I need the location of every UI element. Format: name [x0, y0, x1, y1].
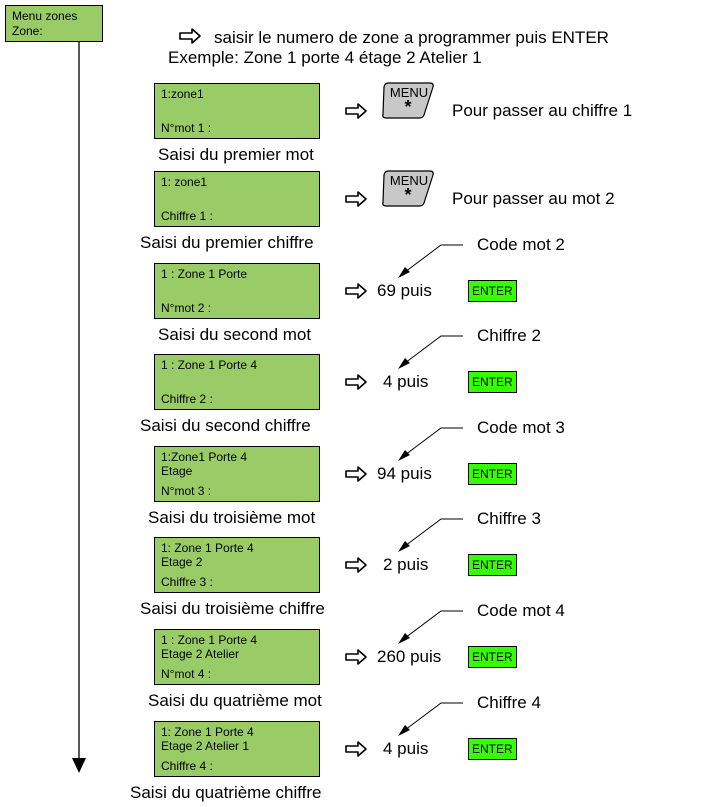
enter-key: ENTER	[468, 371, 517, 393]
menu-key-label: MENU	[390, 85, 428, 100]
zone-field-label: Zone:	[12, 24, 43, 38]
lcd-line: N°mot 1 :	[161, 121, 212, 135]
lcd-line: 1: Zone 1 Porte 4	[161, 541, 254, 555]
lcd-line: 1: Zone 1 Porte 4	[161, 725, 254, 739]
lcd-line: Chiffre 3 :	[161, 575, 213, 589]
menu-title: Menu zones	[12, 9, 78, 23]
step-caption: Saisi du troisième mot	[148, 508, 316, 527]
lcd-line: N°mot 4 :	[161, 667, 212, 681]
right-arrow-icon	[345, 374, 367, 390]
step-caption: Saisi du second mot	[158, 325, 312, 344]
right-arrow-icon	[179, 28, 201, 44]
lcd-line: 1:zone1	[161, 87, 204, 101]
callout-label: Chiffre 2	[477, 326, 541, 345]
code-entry: 94 puis	[377, 464, 432, 483]
lcd-line: Chiffre 2 :	[161, 392, 213, 406]
callout-label: Code mot 3	[477, 418, 565, 437]
right-arrow-icon	[345, 741, 367, 757]
callout-label: Code mot 2	[477, 235, 565, 254]
lcd-line: 1 : Zone 1 Porte	[161, 267, 248, 281]
right-arrow-icon	[345, 103, 367, 119]
code-entry: 4 puis	[383, 372, 429, 391]
right-arrow-icon	[345, 557, 367, 573]
lcd-line: Chiffre 4 :	[161, 759, 213, 773]
right-arrow-icon	[345, 191, 367, 207]
code-entry: 260 puis	[377, 647, 442, 666]
callout-label: Chiffre 4	[477, 693, 541, 712]
menu-key-label: MENU	[390, 173, 428, 188]
menu-star-key-icon: MENU*	[382, 170, 434, 207]
lcd-line: N°mot 3 :	[161, 484, 212, 498]
star-key-label: *	[404, 97, 411, 117]
enter-key: ENTER	[468, 646, 517, 668]
enter-key: ENTER	[468, 554, 517, 576]
lcd-line: 1 : Zone 1 Porte 4	[161, 358, 258, 372]
action-text: Pour passer au mot 2	[452, 189, 615, 208]
menu-zones-lcd: Menu zones Zone:	[5, 5, 103, 42]
step-caption: Saisi du premier chiffre	[140, 233, 314, 252]
example-text: Exemple: Zone 1 porte 4 étage 2 Atelier …	[168, 48, 482, 67]
code-entry: 2 puis	[383, 555, 429, 574]
lcd-line: Chiffre 1 :	[161, 209, 213, 223]
step-caption: Saisi du second chiffre	[140, 416, 311, 435]
step-caption: Saisi du quatrième chiffre	[130, 783, 322, 802]
lcd-line: Etage	[161, 464, 193, 478]
action-text: Pour passer au chiffre 1	[452, 101, 633, 120]
lcd-line: 1:Zone1 Porte 4	[161, 450, 248, 464]
right-arrow-icon	[345, 649, 367, 665]
right-arrow-icon	[345, 466, 367, 482]
callout-label: Chiffre 3	[477, 509, 541, 528]
lcd-line: Etage 2 Atelier 1	[161, 739, 250, 753]
lcd-line: 1: zone1	[161, 175, 208, 189]
step-caption: Saisi du quatrième mot	[148, 691, 322, 710]
menu-star-key-icon: MENU*	[382, 82, 434, 119]
step-caption: Saisi du troisième chiffre	[140, 599, 325, 618]
enter-key: ENTER	[468, 463, 517, 485]
lcd-line: Etage 2 Atelier	[161, 647, 240, 661]
enter-key: ENTER	[468, 738, 517, 760]
lcd-line: 1 : Zone 1 Porte 4	[161, 633, 258, 647]
callout-label: Code mot 4	[477, 601, 565, 620]
instruction-text: saisir le numero de zone a programmer pu…	[214, 28, 609, 47]
right-arrow-icon	[345, 283, 367, 299]
lcd-line: N°mot 2 :	[161, 301, 212, 315]
enter-key: ENTER	[468, 280, 517, 302]
lcd-line: Etage 2	[161, 555, 203, 569]
code-entry: 4 puis	[383, 739, 429, 758]
step-caption: Saisi du premier mot	[158, 145, 314, 164]
star-key-label: *	[404, 185, 411, 205]
code-entry: 69 puis	[377, 281, 432, 300]
step-lcd: 1 : Zone 1 Porte 4 Chiffre 2 :	[154, 354, 320, 410]
